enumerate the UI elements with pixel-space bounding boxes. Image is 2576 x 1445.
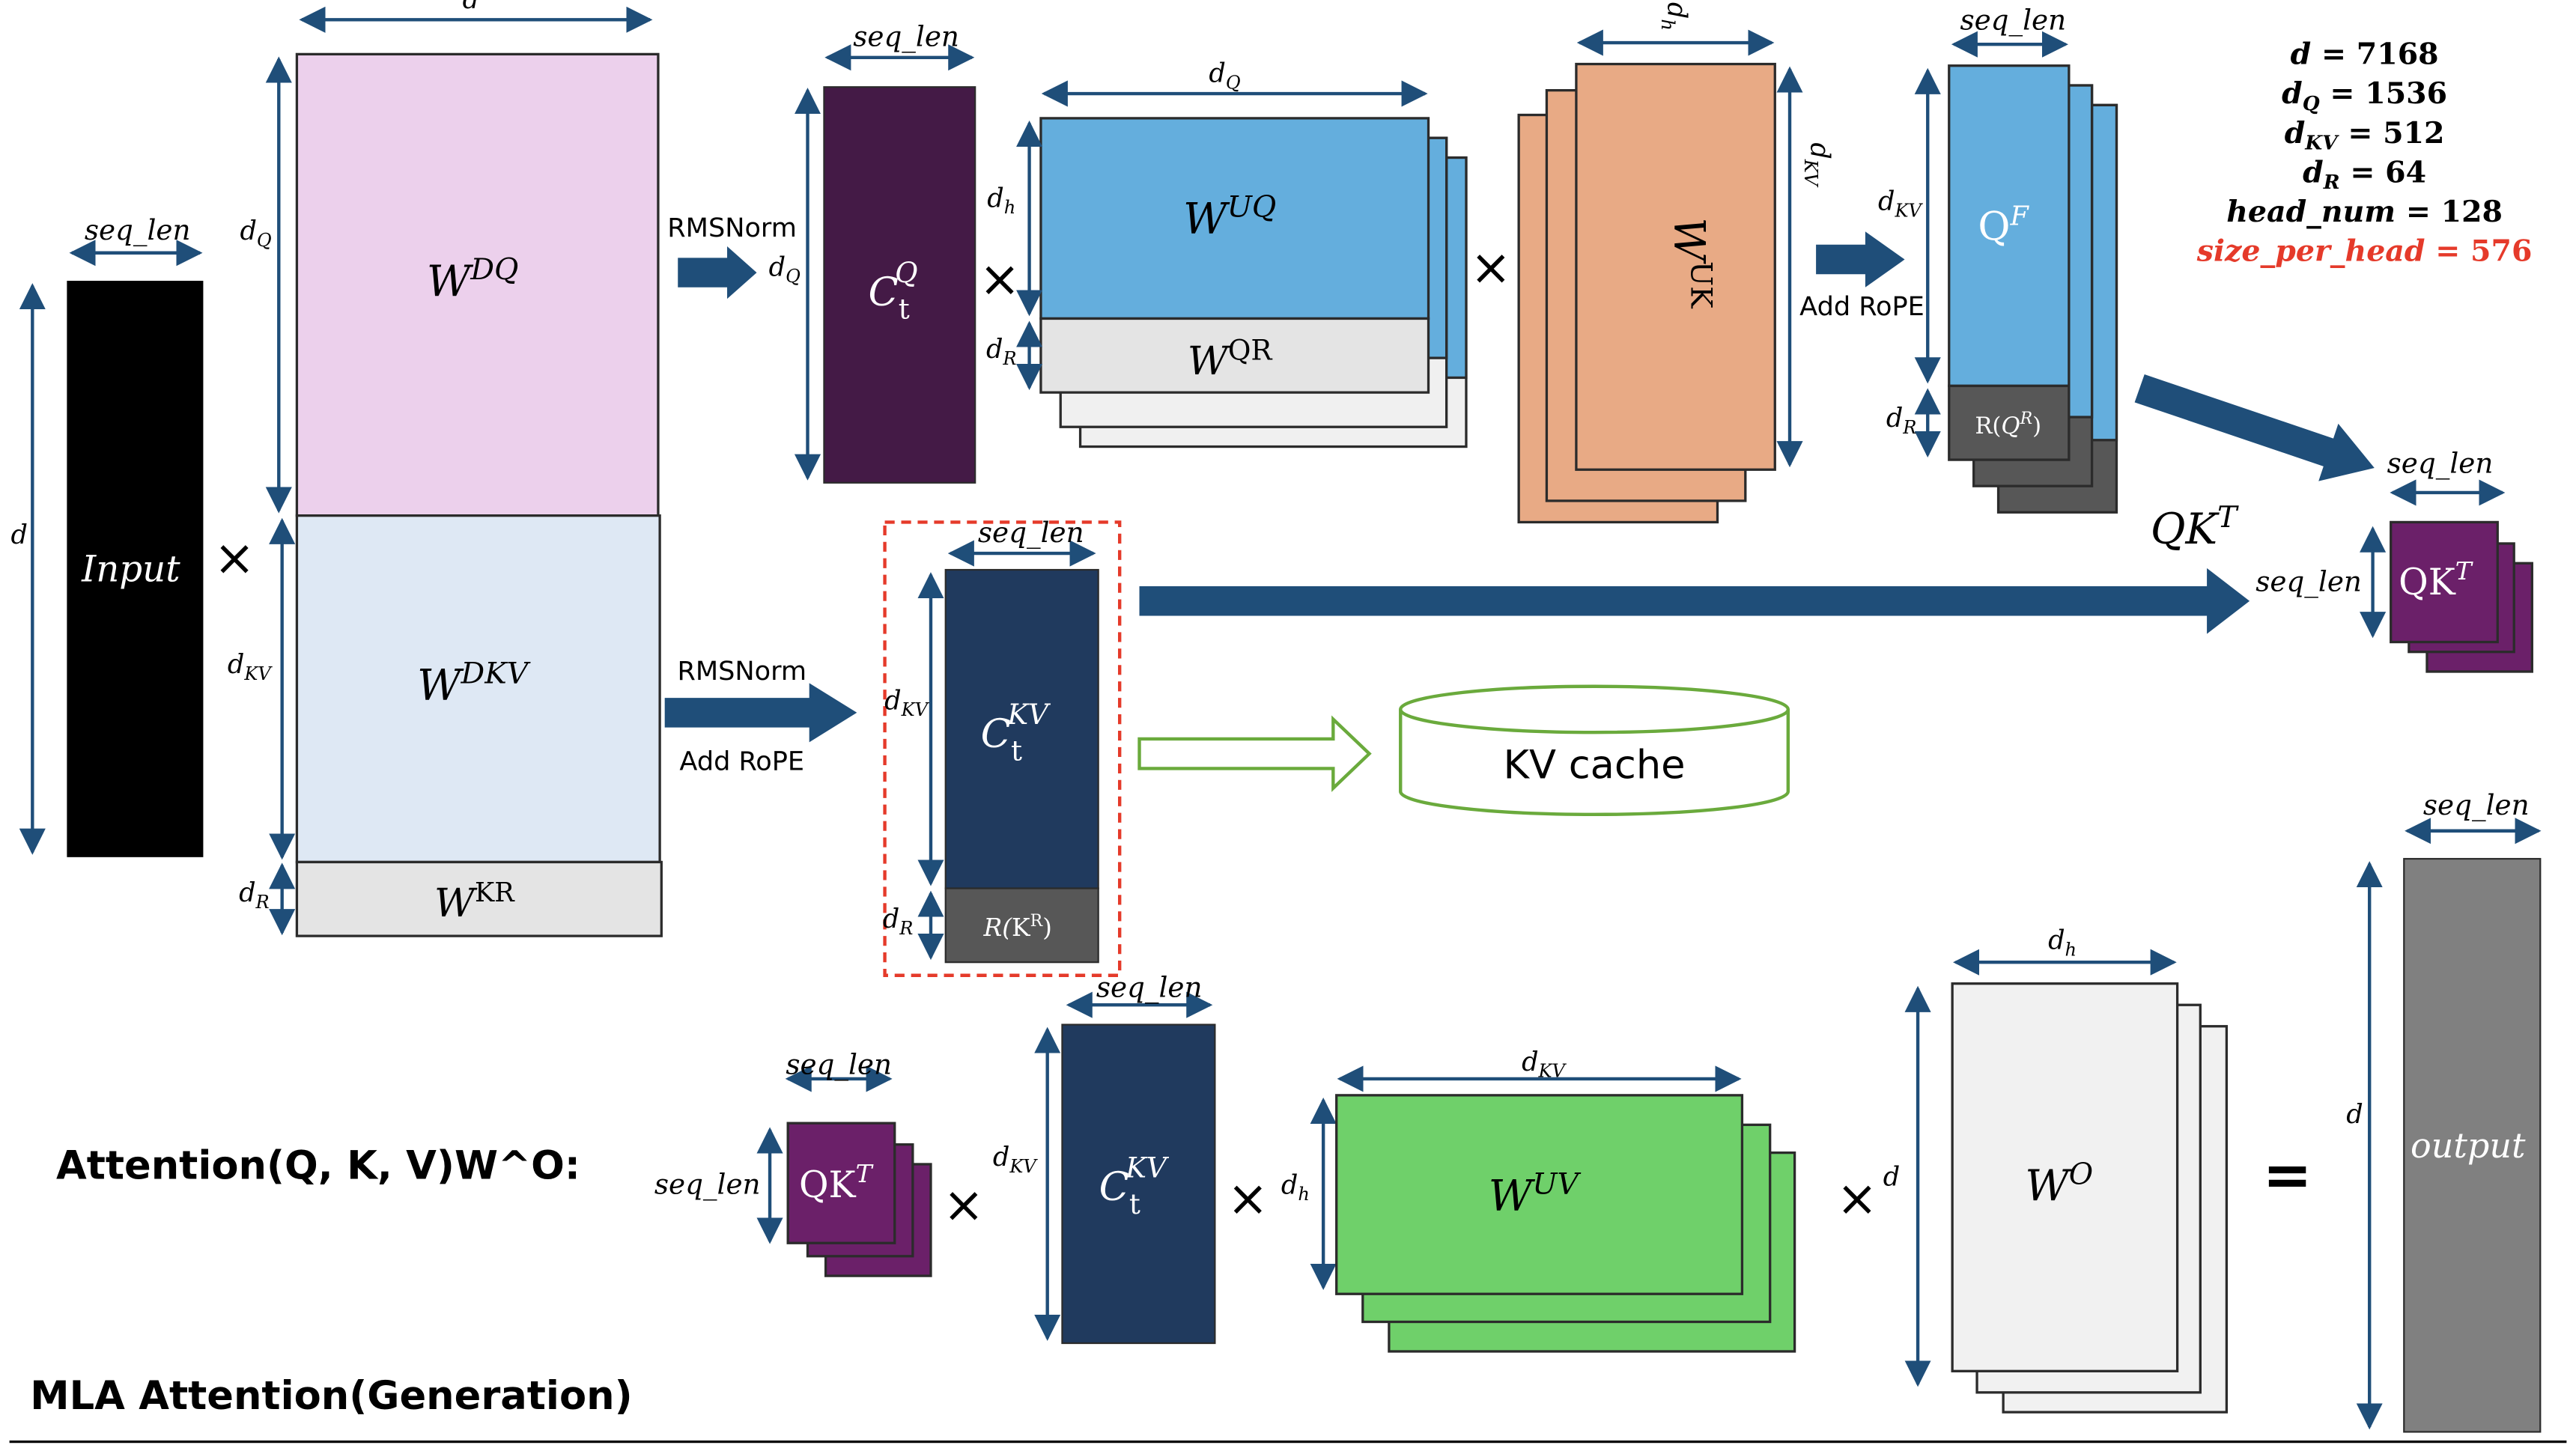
w-kr-label: WKR (434, 877, 515, 926)
kv-cache-top (1399, 684, 1790, 734)
r-qr-label: R(QR) (1975, 410, 2041, 439)
q-f-seq-len-label: seq_len (1960, 3, 2066, 37)
output-block (2403, 857, 2542, 1433)
param-dq: dQ = 1536 (2282, 76, 2447, 115)
w-dkv-label: WDKV (417, 656, 531, 710)
q-to-qkt-arrow (2134, 374, 2375, 481)
times-operator: × (1227, 1169, 1269, 1227)
r-kr-block (944, 887, 1099, 964)
c-q-block (823, 86, 976, 484)
c-kv-seq-len-label: seq_len (978, 516, 1084, 550)
c-kv-bottom-block (1061, 1023, 1216, 1345)
w-uk-label: WUK (1664, 217, 1718, 309)
equals-operator: = (2262, 1141, 2312, 1210)
param-size-per-head: size_per_head = 576 (2196, 234, 2533, 269)
q-f-dkv-label: dKV (1878, 186, 1923, 222)
qkt-bottom-seq-len-label: seq_len (786, 1047, 892, 1081)
w-o-d-label: d (1883, 1161, 1900, 1192)
c-q-dq-label: dQ (769, 252, 801, 287)
q-f-block (1948, 64, 2071, 388)
w-qr-dr-label: dR (986, 334, 1017, 369)
qkt-heading: QKT (2151, 500, 2239, 554)
c-q-seq-len-label: seq_len (853, 19, 959, 53)
input-d-label: d (11, 520, 28, 550)
kv-to-qkt-arrow (1139, 568, 2250, 634)
qkt-right-seq-len-label: seq_len (2387, 447, 2494, 481)
times-operator: × (1470, 238, 1511, 296)
input-seq-len-label: seq_len (85, 213, 191, 247)
w-uv-dh-label: dh (1281, 1169, 1310, 1205)
w-uv-dkv-label: dKV (1522, 1047, 1567, 1082)
w-uk-dh-label: dh (1657, 2, 1692, 31)
w-kr-dr-label: dR (239, 877, 270, 913)
qkt-right-block (2390, 520, 2499, 644)
c-kv-bottom-dkv-label: dKV (993, 1142, 1038, 1177)
qkt-bottom-label: QKT (799, 1159, 874, 1206)
output-seq-len-label: seq_len (2423, 788, 2530, 822)
rmsnorm-q-label: RMSNorm (667, 213, 797, 243)
formula-label: Attention(Q, K, V)W^O: (56, 1143, 580, 1189)
rmsnorm-kv-arrow (664, 683, 857, 743)
param-dkv: dKV = 512 (2285, 116, 2445, 155)
input-block (67, 281, 204, 857)
r-qr-dr-label: dR (1886, 403, 1917, 438)
c-kv-dkv-label: dKV (884, 685, 929, 720)
param-head-num: head_num = 128 (2226, 195, 2503, 229)
w-uv-block (1335, 1094, 1744, 1295)
w-uq-dq-label: dQ (1209, 58, 1240, 94)
add-rope-q-arrow (1816, 231, 1905, 288)
kv-cache-selection (883, 520, 1122, 977)
c-kv-bottom-label: CtKV (1099, 1152, 1170, 1220)
w-uv-label: WUV (1489, 1166, 1582, 1220)
times-operator: × (214, 529, 255, 587)
output-d-label: d (2346, 1099, 2363, 1130)
w-qr-label: WQR (1188, 333, 1273, 384)
w-uq-dh-label: dh (987, 183, 1015, 218)
qkt-right-seq-len-side: seq_len (2255, 565, 2362, 599)
param-dr: dR = 64 (2303, 155, 2426, 194)
w-o-label: WO (2025, 1157, 2093, 1211)
r-kr-label: R(KR) (982, 912, 1052, 942)
q-f-label: QF (1978, 201, 2029, 249)
r-kr-dr-label: dR (883, 904, 914, 939)
param-d: d = 7168 (2291, 37, 2439, 72)
w-o-dh-label: dh (2048, 925, 2077, 961)
w-dkv-block (295, 514, 661, 864)
w-o-block (1951, 982, 2179, 1372)
w-dq-dq-label: dQ (240, 216, 271, 251)
rmsnorm-kv-label: RMSNorm (677, 656, 806, 687)
times-operator: × (943, 1176, 984, 1234)
add-rope-kv-label: Add RoPE (679, 746, 804, 777)
w-dkv-dkv-label: dKV (228, 649, 273, 684)
add-rope-q-label: Add RoPE (1799, 291, 1925, 322)
r-qr-block (1948, 384, 2071, 461)
w-kr-block (295, 860, 663, 937)
input-label: Input (81, 548, 180, 590)
times-operator: × (979, 250, 1021, 308)
w-uk-block (1575, 62, 1776, 471)
w-qr-block (1039, 317, 1430, 394)
w-uq-label: WUQ (1183, 190, 1276, 244)
c-q-label: CtQ (869, 256, 918, 325)
rmsnorm-q-arrow (678, 246, 757, 299)
diagram-title: MLA Attention(Generation) (30, 1373, 632, 1419)
kv-cache-body (1399, 709, 1790, 817)
kv-cache-label: KV cache (1503, 743, 1685, 788)
qkt-bottom-seq-len-side: seq_len (654, 1167, 761, 1201)
kv-to-cache-arrow (1137, 715, 1372, 792)
qkt-bottom-block (786, 1122, 896, 1244)
w-down-d-label: d (463, 0, 479, 15)
c-kv-bottom-seq-len-label: seq_len (1096, 970, 1203, 1004)
output-label: output (2411, 1125, 2526, 1166)
qkt-right-label: QKT (2399, 556, 2473, 603)
w-dq-label: WDQ (427, 252, 519, 306)
times-operator: × (1836, 1169, 1877, 1227)
w-uk-dkv-label: dKV (1800, 142, 1835, 187)
c-kv-label: CtKV (981, 698, 1051, 767)
